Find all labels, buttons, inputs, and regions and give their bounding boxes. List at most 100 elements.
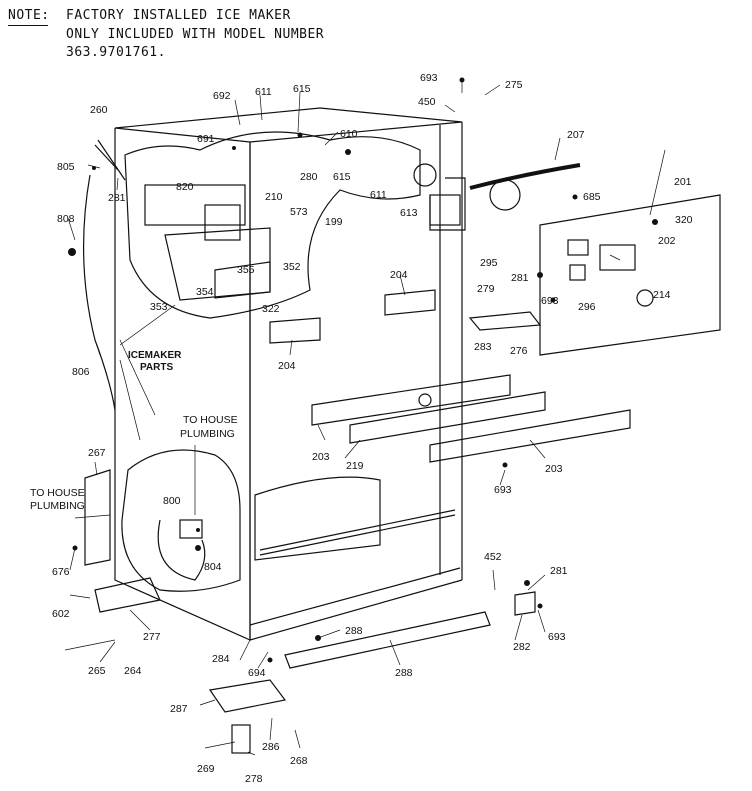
knob-214: [636, 289, 654, 307]
rail-203-right: [429, 409, 631, 463]
plumbing-top-callout-1: TO HOUSE: [183, 414, 238, 426]
note-line-2: ONLY INCLUDED WITH MODEL NUMBER: [66, 27, 325, 42]
part-number-354: 354: [196, 286, 214, 298]
crisper-ramp: [259, 509, 456, 556]
part-number-692: 692: [213, 90, 231, 102]
plumbing-top-callout-2: PLUMBING: [180, 428, 235, 440]
cabinet-bottom: [249, 567, 463, 641]
fill-tube: [94, 139, 126, 181]
hinge-287: [208, 679, 287, 713]
note-label: NOTE:: [8, 8, 50, 23]
note-line-3: 363.9701761.: [66, 45, 166, 60]
part-number-265: 265: [88, 665, 106, 677]
part-number-611: 611: [255, 86, 272, 98]
icemaker-callout-1: ICEMAKER: [128, 350, 182, 361]
icemaker-callout-2: PARTS: [140, 362, 173, 373]
part-number-287: 287: [170, 703, 188, 715]
part-number-694: 694: [248, 667, 266, 679]
panel-267: [84, 469, 111, 566]
part-number-693: 693: [548, 631, 566, 643]
part-number-806: 806: [72, 366, 90, 378]
part-number-204: 204: [278, 360, 296, 372]
part-number-278: 278: [245, 773, 263, 785]
part-number-280: 280: [300, 171, 318, 183]
part-number-283: 283: [474, 341, 492, 353]
part-number-320: 320: [675, 214, 693, 226]
ice-bin-front: [214, 261, 271, 299]
part-number-281: 281: [511, 272, 529, 284]
water-line: [157, 519, 206, 581]
rail-bolt: [418, 393, 432, 407]
part-number-450: 450: [418, 96, 436, 108]
part-number-199: 199: [325, 216, 343, 228]
rail-219: [349, 391, 546, 444]
inner-floor: [254, 476, 381, 561]
defrost-heater: [469, 163, 581, 190]
part-number-805: 805: [57, 161, 75, 173]
part-number-602: 602: [52, 608, 70, 620]
roller-278: [231, 724, 251, 754]
bracket-277: [94, 577, 161, 613]
part-number-820: 820: [176, 181, 194, 193]
part-number-355: 355: [237, 264, 255, 276]
part-number-203: 203: [312, 451, 330, 463]
toe-grille: [284, 611, 491, 669]
part-number-615: 615: [293, 83, 311, 95]
bracket-204-upper: [384, 289, 436, 316]
water-valve: [179, 519, 203, 539]
fan-blade: [413, 163, 437, 187]
plumbing-left-callout-1: TO HOUSE: [30, 487, 85, 499]
bracket-204-lower: [269, 317, 321, 344]
part-number-264: 264: [124, 665, 142, 677]
fan-motor: [429, 194, 461, 226]
part-number-207: 207: [567, 129, 585, 141]
part-number-267: 267: [88, 447, 106, 459]
part-number-268: 268: [290, 755, 308, 767]
plumbing-cutaway: [121, 449, 241, 592]
part-number-275: 275: [505, 79, 523, 91]
part-number-288: 288: [345, 625, 363, 637]
plumbing-left-callout-2: PLUMBING: [30, 500, 85, 512]
panel-cutout: [567, 239, 589, 256]
part-number-281: 281: [108, 192, 126, 204]
part-number-279: 279: [477, 283, 495, 295]
part-number-800: 800: [163, 495, 181, 507]
stop-282: [514, 591, 536, 616]
rail-203-left: [311, 374, 511, 426]
part-number-277: 277: [143, 631, 161, 643]
note-line-1: FACTORY INSTALLED ICE MAKER: [66, 8, 291, 23]
part-number-322: 322: [262, 303, 280, 315]
cabinet-top: [114, 107, 463, 143]
heater-coil: [489, 179, 521, 211]
part-number-353: 353: [150, 301, 168, 313]
part-number-286: 286: [262, 741, 280, 753]
part-number-613: 613: [400, 207, 418, 219]
part-number-685: 685: [583, 191, 601, 203]
part-number-693: 693: [494, 484, 512, 496]
part-number-260: 260: [90, 104, 108, 116]
top-cutaway: [124, 131, 421, 319]
thermostat-202: [599, 244, 636, 271]
part-number-610: 610: [340, 128, 358, 140]
part-number-288: 288: [395, 667, 413, 679]
part-number-611: 611: [370, 189, 387, 201]
part-number-693: 693: [420, 72, 438, 84]
part-number-693: 693: [541, 295, 559, 307]
part-number-804: 804: [204, 561, 222, 573]
part-number-201: 201: [674, 176, 692, 188]
harness-806: [83, 174, 116, 411]
part-number-352: 352: [283, 261, 301, 273]
icemaker-body: [144, 184, 246, 226]
part-number-295: 295: [480, 257, 498, 269]
part-number-573: 573: [290, 206, 308, 218]
part-number-269: 269: [197, 763, 215, 775]
hinge-276: [468, 311, 542, 331]
part-number-210: 210: [265, 191, 283, 203]
part-number-214: 214: [653, 289, 671, 301]
part-number-284: 284: [212, 653, 230, 665]
part-number-202: 202: [658, 235, 676, 247]
part-number-282: 282: [513, 641, 531, 653]
